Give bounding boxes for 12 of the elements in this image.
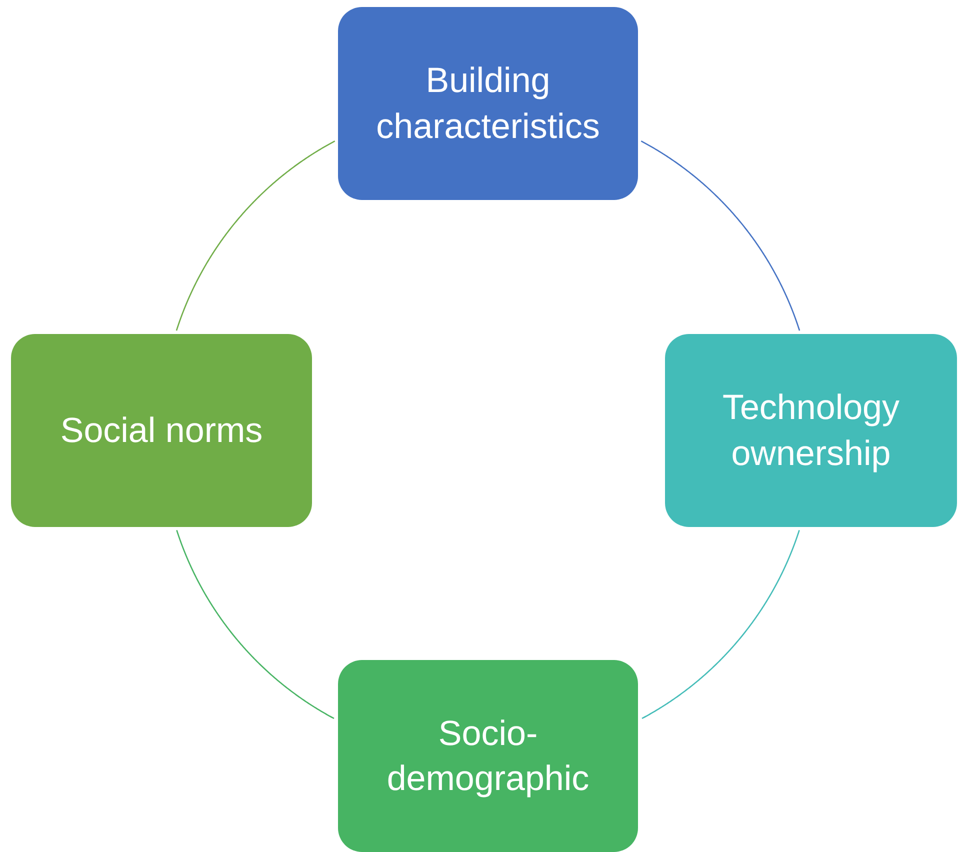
- rounded-box: [338, 660, 638, 852]
- box-label: Technology ownership: [721, 387, 901, 474]
- connector-arc: [642, 530, 800, 720]
- box-label: Building characteristics: [375, 60, 601, 148]
- box-label: Social norms: [59, 410, 264, 452]
- rounded-box: [665, 334, 957, 527]
- connector-arc: [176, 140, 336, 331]
- rounded-box: [11, 334, 312, 527]
- connector-arc: [640, 140, 800, 331]
- box-label: Socio-demographic: [386, 712, 590, 800]
- rounded-box: [338, 7, 638, 200]
- connector-arc: [176, 530, 334, 720]
